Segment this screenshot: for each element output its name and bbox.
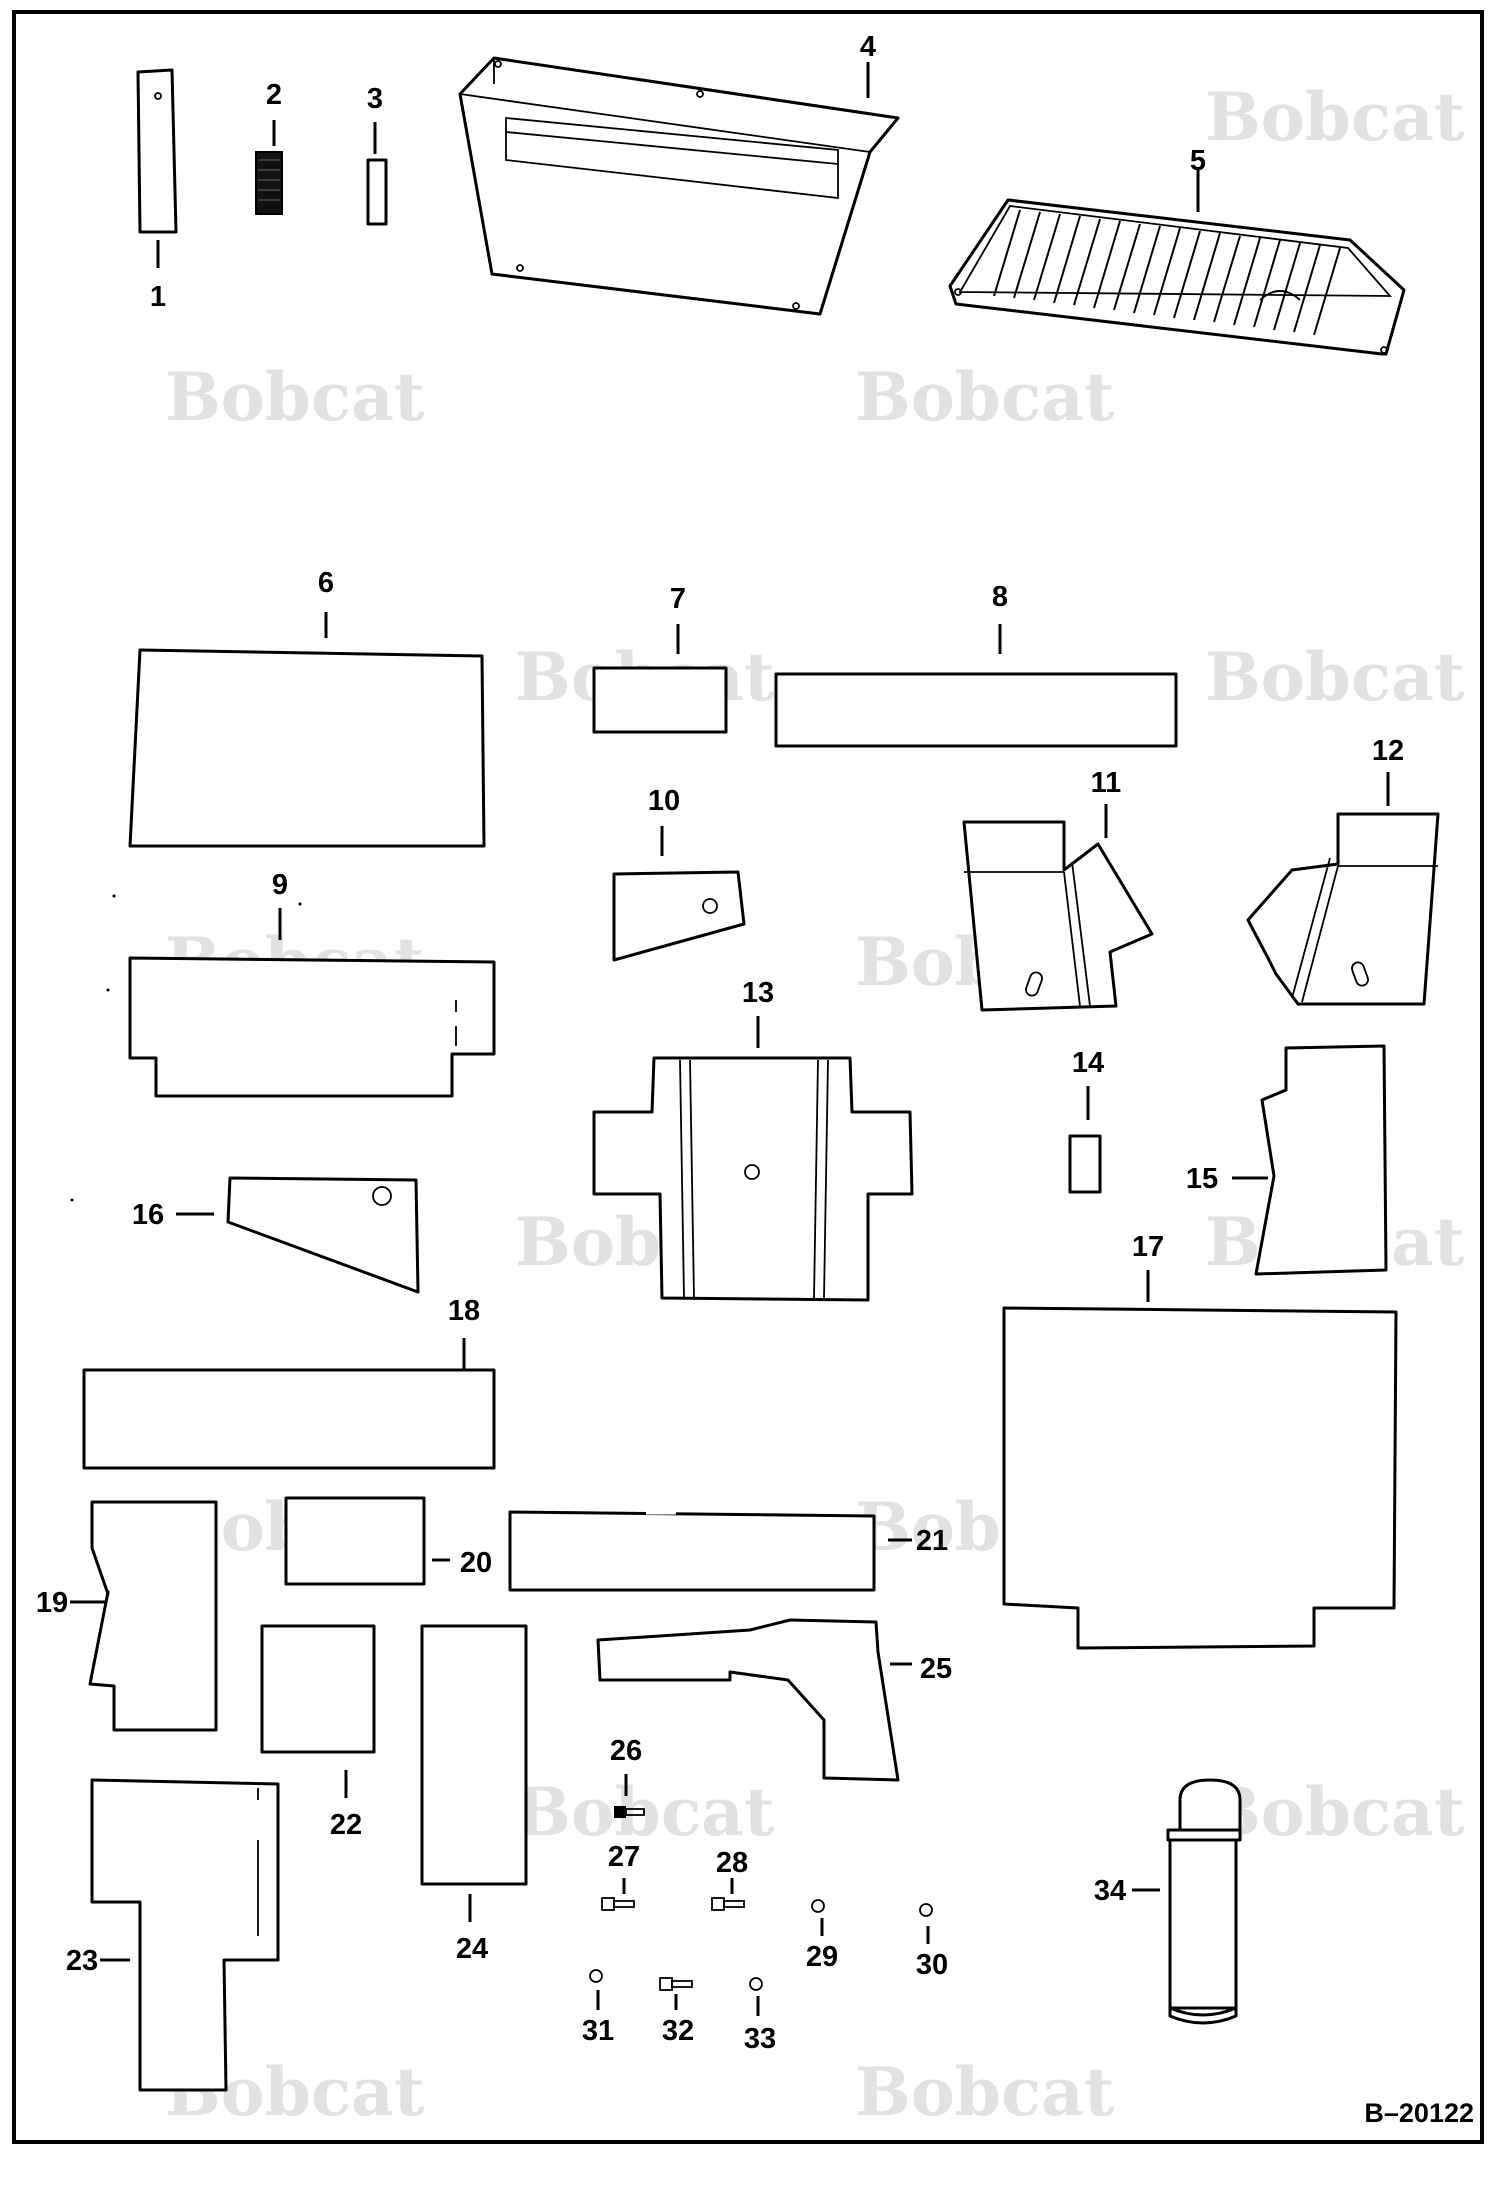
callout-11: 11 — [1091, 767, 1122, 799]
part-29 — [811, 1899, 825, 1936]
part-33 — [749, 1977, 763, 2016]
callout-28: 28 — [716, 1847, 748, 1879]
part-28 — [711, 1878, 745, 1911]
part-30 — [919, 1903, 933, 1944]
part-13 — [592, 1016, 914, 1302]
callout-26: 26 — [610, 1735, 642, 1767]
part-20 — [284, 1496, 450, 1586]
callout-18: 18 — [448, 1295, 480, 1327]
part-8 — [774, 624, 1178, 748]
part-17 — [1002, 1270, 1398, 1650]
part-2 — [255, 120, 283, 215]
part-19 — [70, 1500, 218, 1732]
callout-labels: 1 2 3 4 5 6 7 8 9 10 11 12 13 14 15 16 1… — [36, 31, 1404, 2055]
part-4 — [458, 56, 900, 316]
callout-30: 30 — [916, 1949, 948, 1981]
callout-15: 15 — [1186, 1163, 1218, 1195]
callout-2: 2 — [266, 79, 282, 111]
reference-code: B–20122 — [1364, 2098, 1474, 2128]
callout-22: 22 — [330, 1809, 362, 1841]
callout-32: 32 — [662, 2015, 694, 2047]
part-10 — [612, 826, 746, 962]
callout-21: 21 — [916, 1525, 948, 1557]
watermark: Bobcat — [1205, 638, 1465, 716]
callout-23: 23 — [66, 1945, 98, 1977]
part-12 — [1246, 772, 1440, 1006]
callout-1: 1 — [150, 281, 166, 313]
callout-10: 10 — [648, 785, 680, 817]
part-3 — [366, 122, 388, 226]
watermark: Bobcat — [855, 358, 1115, 436]
part-27 — [601, 1878, 635, 1911]
part-14 — [1068, 1086, 1102, 1194]
callout-24: 24 — [456, 1933, 488, 1965]
part-9 — [106, 894, 496, 1098]
part-22 — [260, 1624, 376, 1798]
callout-20: 20 — [460, 1547, 492, 1579]
part-15 — [1232, 1044, 1388, 1276]
callout-16: 16 — [132, 1199, 164, 1231]
callout-9: 9 — [272, 869, 288, 901]
part-26 — [614, 1774, 645, 1818]
callout-33: 33 — [744, 2023, 776, 2055]
callout-13: 13 — [742, 977, 774, 1009]
watermark: Bobcat — [855, 2053, 1115, 2131]
callout-29: 29 — [806, 1941, 838, 1973]
part-5 — [948, 170, 1406, 356]
watermark: Bobcat — [1205, 1773, 1465, 1851]
callout-31: 31 — [582, 2015, 614, 2047]
callout-17: 17 — [1132, 1231, 1164, 1263]
part-21 — [508, 1509, 912, 1592]
diagram-border — [12, 10, 1484, 2144]
callout-6: 6 — [318, 567, 334, 599]
callout-12: 12 — [1372, 735, 1404, 767]
part-34 — [1132, 1778, 1242, 2025]
watermark: Bobcat — [165, 358, 425, 436]
part-7 — [592, 624, 728, 734]
callout-3: 3 — [367, 83, 383, 115]
part-24 — [420, 1624, 528, 1922]
callout-14: 14 — [1072, 1047, 1104, 1079]
callout-8: 8 — [992, 581, 1008, 613]
callout-25: 25 — [920, 1653, 952, 1685]
part-1 — [136, 68, 178, 268]
callout-34: 34 — [1094, 1875, 1126, 1907]
part-31 — [589, 1969, 603, 2010]
watermark: Bobcat — [515, 1773, 775, 1851]
part-32 — [659, 1977, 693, 2010]
part-16 — [70, 1176, 420, 1294]
callout-5: 5 — [1190, 145, 1206, 177]
part-6 — [128, 612, 486, 848]
callout-4: 4 — [860, 31, 876, 63]
part-18 — [82, 1338, 496, 1470]
part-25 — [596, 1618, 912, 1782]
callout-7: 7 — [670, 583, 686, 615]
callout-19: 19 — [36, 1587, 68, 1619]
callout-27: 27 — [608, 1841, 640, 1873]
part-23 — [90, 1778, 280, 2092]
part-11 — [962, 804, 1154, 1012]
watermark: Bobcat — [1205, 78, 1465, 156]
